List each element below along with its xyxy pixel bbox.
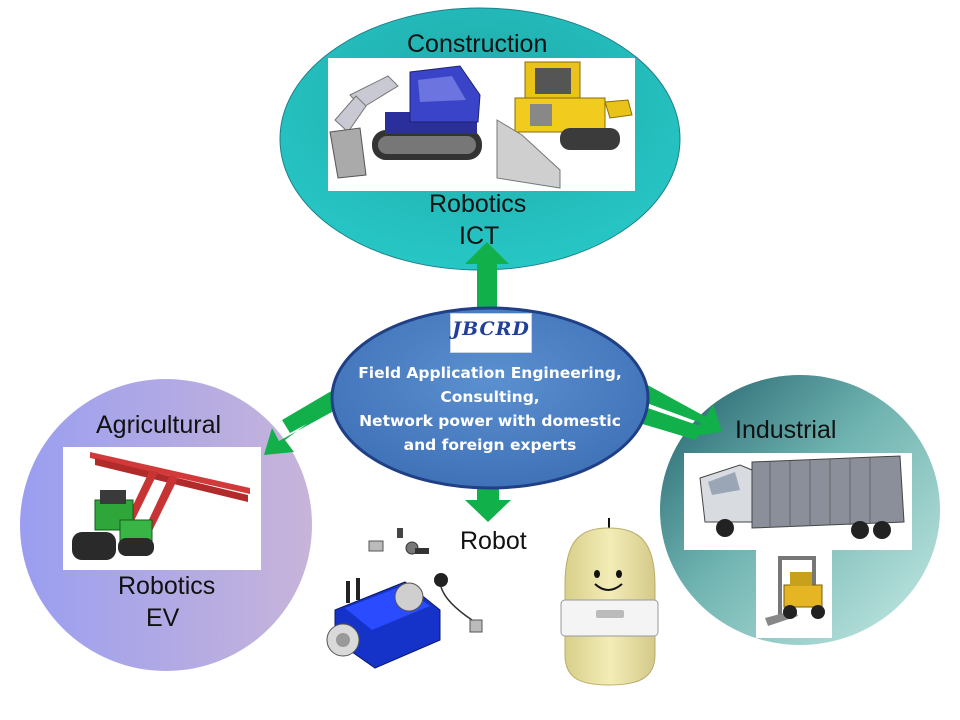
- arrow-up: [465, 242, 509, 308]
- capsule-robot-icon: [560, 518, 659, 686]
- center-line-2: Consulting,: [440, 388, 540, 406]
- forklift-icon: [765, 556, 825, 626]
- center-description: Field Application Engineering, Consultin…: [340, 361, 640, 457]
- excavator-icon: [329, 65, 482, 179]
- arrow-right: [629, 382, 722, 440]
- center-line-4: and foreign experts: [403, 436, 577, 454]
- agricultural-title: Agricultural: [96, 411, 222, 439]
- construction-tech-2: ICT: [459, 222, 500, 250]
- center-ellipse: [330, 306, 650, 490]
- agricultural-tech-1: Robotics: [118, 572, 216, 600]
- jbcrd-logo: JBCRD: [450, 313, 532, 353]
- construction-title: Construction: [407, 30, 548, 58]
- truck-icon: [699, 455, 905, 539]
- center-line-1: Field Application Engineering,: [358, 364, 622, 382]
- construction-tech-1: Robotics: [429, 190, 527, 218]
- sensor-parts-icon: [368, 528, 483, 633]
- center-line-3: Network power with domestic: [359, 412, 621, 430]
- logo-text: JBCRD: [452, 318, 530, 340]
- industrial-title: Industrial: [735, 416, 837, 444]
- agricultural-tech-2: EV: [146, 604, 180, 632]
- robot-title: Robot: [460, 527, 527, 555]
- rover-robot-icon: [326, 578, 441, 669]
- bulldozer-icon: [496, 61, 633, 189]
- tractor-icon: [72, 452, 250, 560]
